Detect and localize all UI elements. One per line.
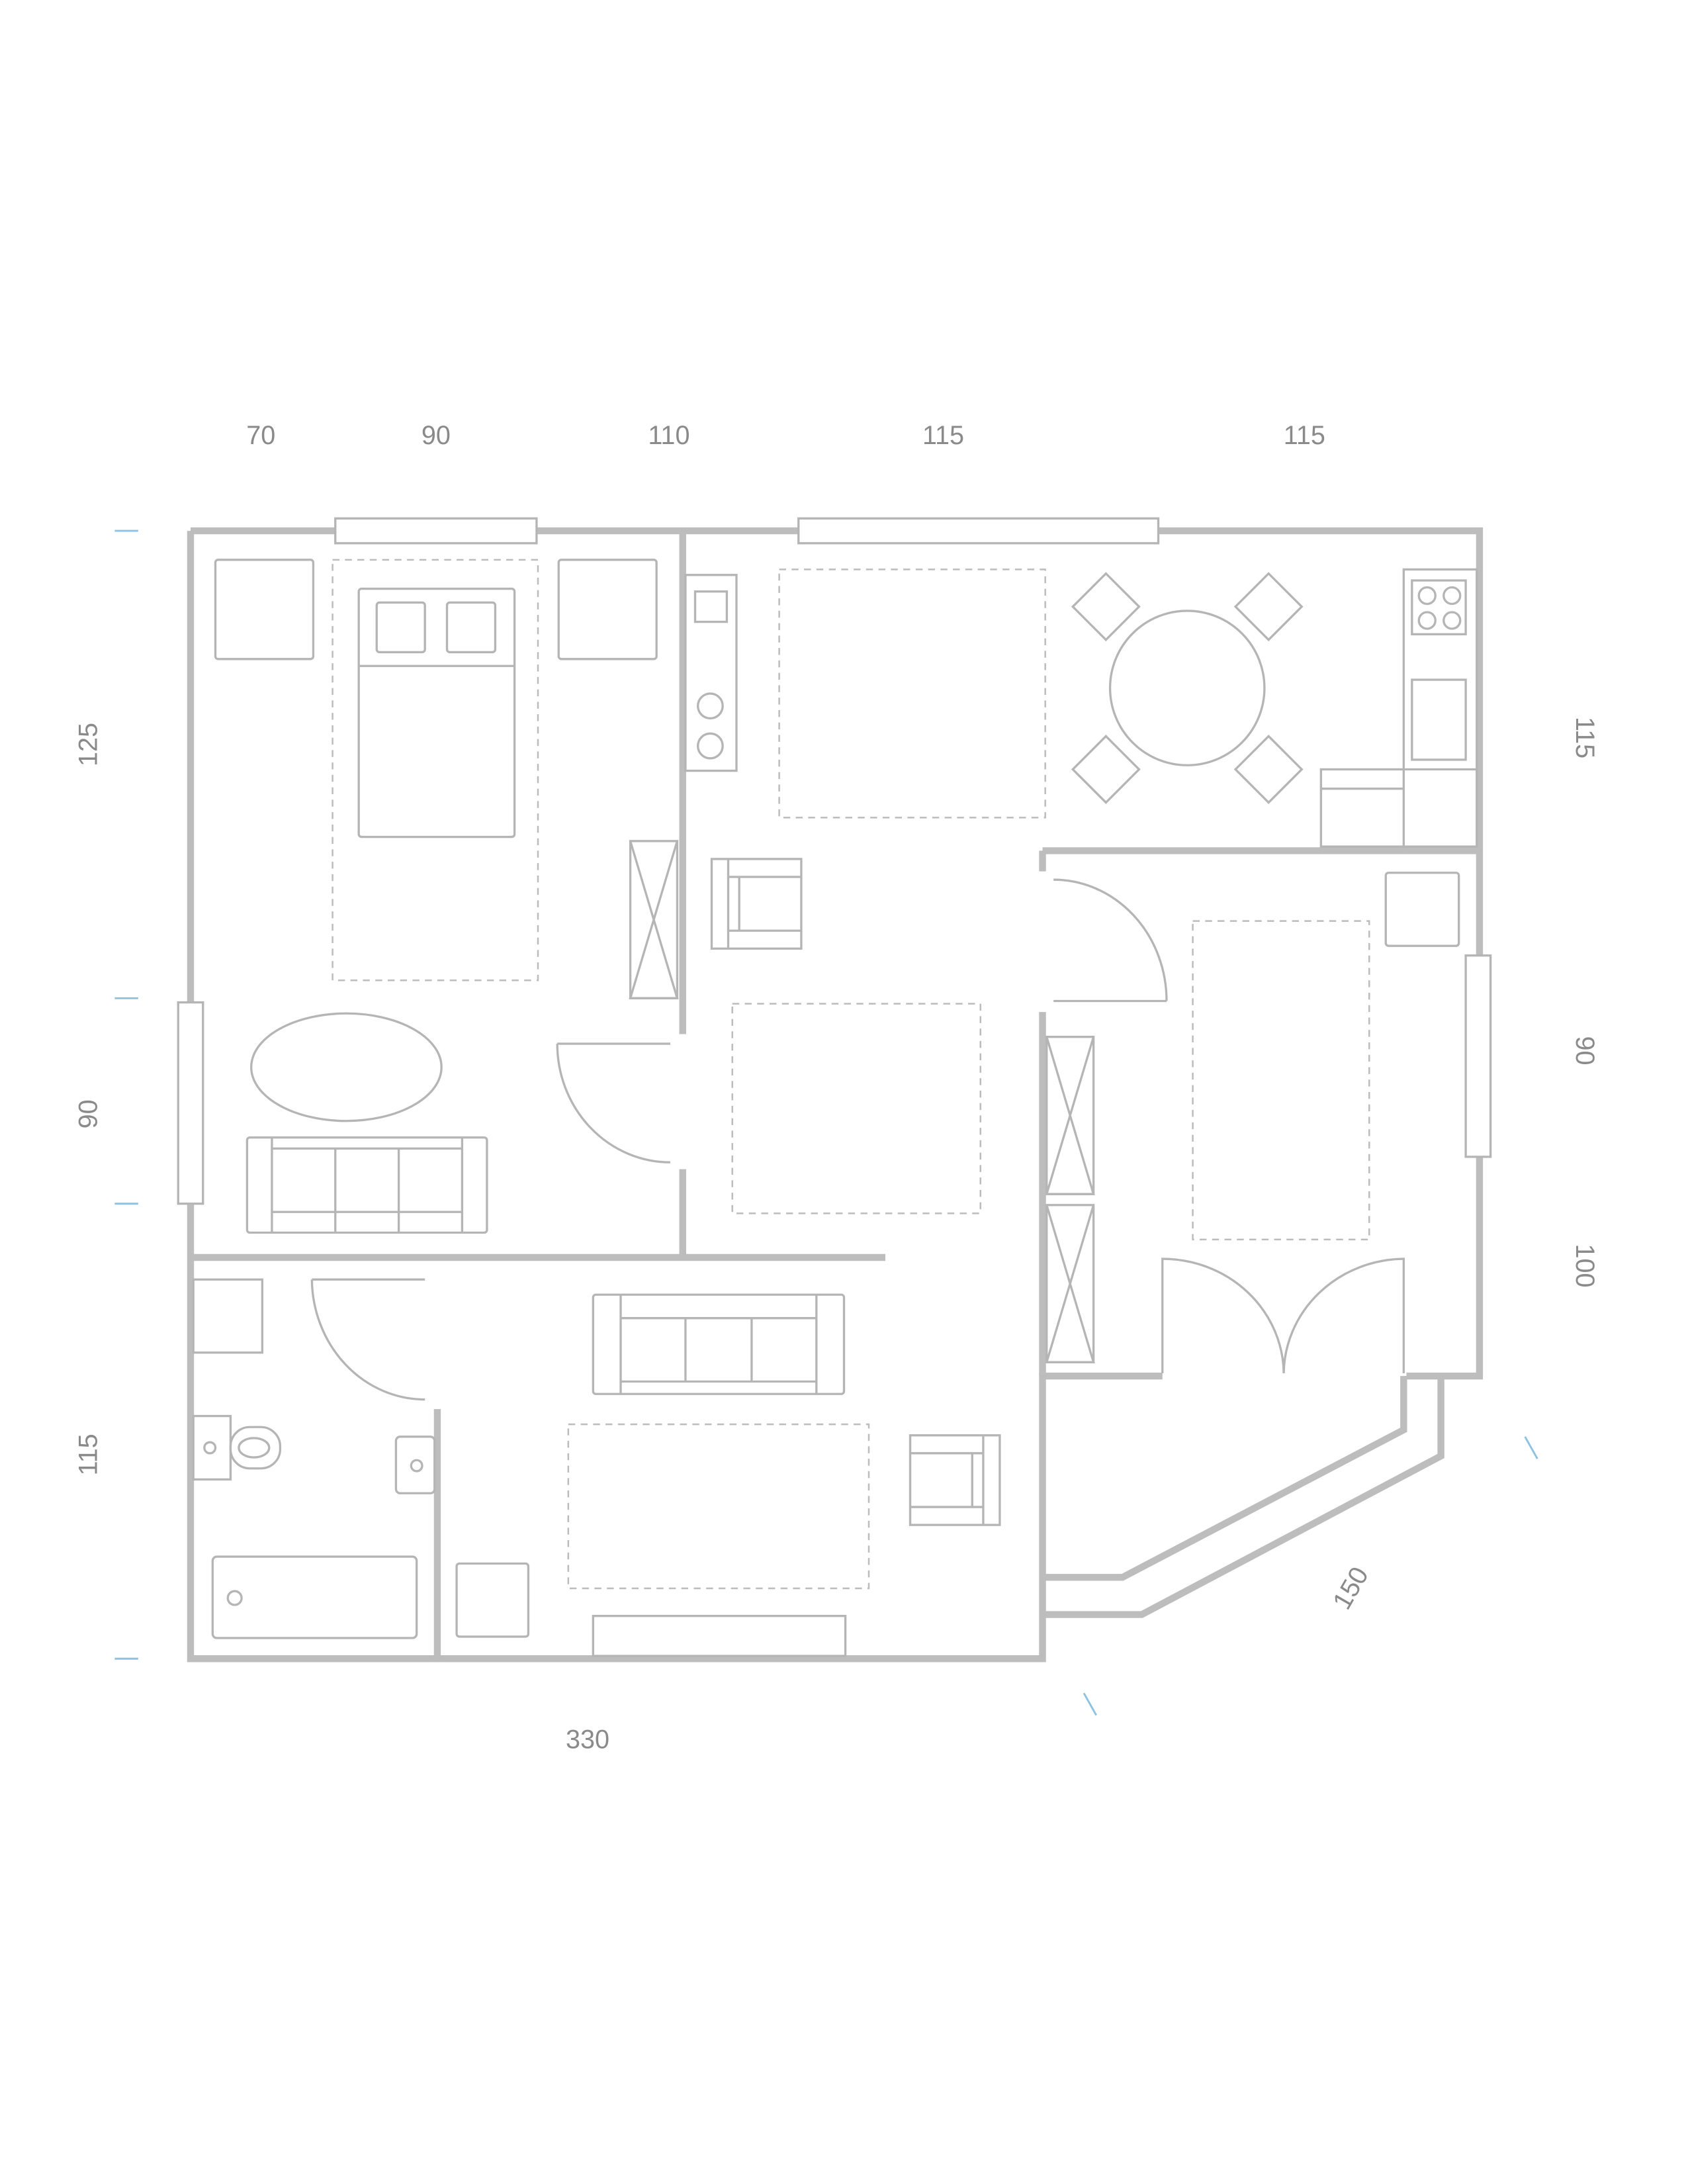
dim-top-3: 110 — [648, 421, 689, 450]
rug — [250, 1012, 443, 1122]
pillow — [445, 601, 497, 654]
kitchen-furniture — [684, 568, 1478, 1214]
dimension-ticks — [114, 529, 1538, 1716]
dim-top-4: 115 — [922, 421, 964, 450]
dim-top-2: 90 — [422, 421, 451, 450]
left-dimensions: 125 90 115 — [73, 723, 103, 1475]
pillow — [375, 601, 426, 654]
sofa — [245, 1136, 488, 1234]
double-door — [1161, 1257, 1405, 1374]
tv-stand — [592, 1615, 847, 1657]
sink — [1411, 678, 1467, 761]
bedroom-furniture — [214, 559, 679, 1234]
top-dimensions: 70 90 110 115 115 — [246, 421, 1325, 450]
dim-top-1: 70 — [246, 421, 275, 450]
dim-left-2: 90 — [73, 1099, 103, 1128]
bathtub — [211, 1555, 418, 1639]
dim-bottom: 330 — [566, 1725, 609, 1754]
door — [556, 1042, 671, 1163]
door — [1053, 878, 1168, 1003]
dim-right-2: 90 — [1570, 1036, 1599, 1065]
right-dimensions: 115 90 100 — [1570, 717, 1599, 1287]
door — [310, 1278, 425, 1401]
dim-diagonal: 150 — [1327, 1562, 1374, 1614]
sofa — [592, 1293, 846, 1395]
dining-table — [1108, 610, 1266, 766]
dim-right-1: 115 — [1570, 717, 1599, 758]
windows — [177, 517, 1492, 1205]
armchair — [710, 858, 803, 950]
nightstand-left — [214, 559, 315, 660]
dim-left-3: 115 — [73, 1433, 103, 1475]
dim-right-3: 100 — [1570, 1244, 1599, 1287]
right-room-furniture — [1045, 872, 1460, 1374]
nightstand-right — [557, 559, 658, 660]
bathroom-living-furniture — [192, 1278, 1001, 1657]
dim-left-1: 125 — [73, 723, 103, 766]
dim-top-5: 115 — [1284, 421, 1325, 450]
armchair — [909, 1434, 1001, 1526]
